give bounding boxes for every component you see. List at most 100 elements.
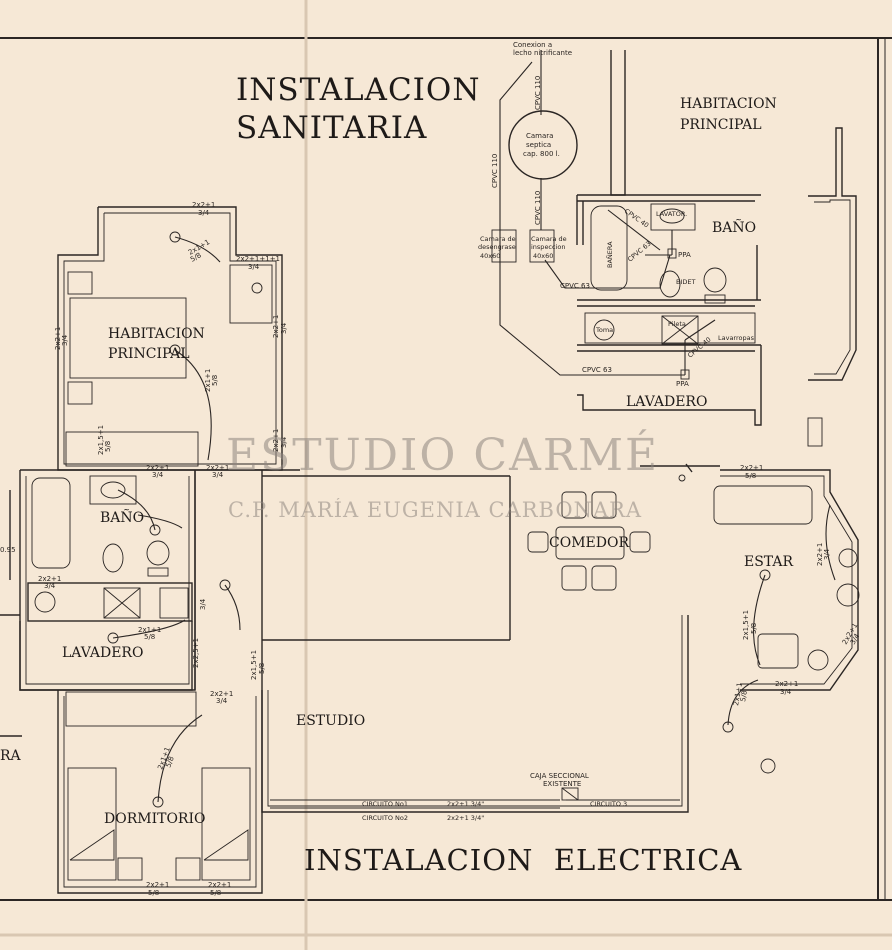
lbl-e-35: 5/8 [210, 889, 221, 897]
lbl-ppa-1: PPA [678, 251, 691, 259]
lbl-e-23: 3/4 [44, 582, 56, 590]
lbl-e-08: 3/4 [280, 322, 288, 334]
right-room-bano: BAÑO [712, 218, 756, 236]
lbl-e-17: 2x2+1 [206, 464, 229, 472]
lbl-cpvc63-c: CPVC 63 [582, 366, 612, 374]
lbl-cpvc40-b: CPVC 40 [686, 336, 712, 360]
lbl-pileta: Pileta [668, 320, 686, 328]
lbl-e-22: 2x2+1 [38, 575, 61, 583]
lbl-circ2: CIRCUITO No2 [362, 814, 408, 822]
lbl-cpvc110-left: CPVC 110 [491, 154, 499, 188]
lbl-camara-2: septica [526, 141, 551, 149]
right-room-habitacion-l1: HABITACION [680, 96, 777, 112]
sanitary-title-line2: SANITARIA [236, 110, 427, 146]
lbl-lavarropas: Lavarropas [718, 334, 755, 342]
lbl-banera: BAÑERA [605, 241, 614, 268]
lbl-e-14: 5/8 [104, 441, 112, 452]
lbl-desengrase-2: desengrase [478, 243, 516, 251]
lbl-e-03: 2x2+1+1+1 [236, 255, 280, 263]
lbl-e-29: 3/4 [216, 697, 228, 705]
lbl-e-20: 3/4 [280, 436, 288, 448]
lbl-e-47: 3/4 [780, 688, 792, 696]
lbl-ppa-2: PPA [676, 380, 689, 388]
lbl-e-07: 2x2+1 [272, 315, 280, 338]
lbl-e-18: 3/4 [212, 471, 224, 479]
watermark-line1: ESTUDIO CARMÉ [226, 428, 659, 481]
lbl-circ3: CIRCUITO 3 [590, 800, 627, 808]
electric-wiring [107, 231, 836, 809]
lbl-inspeccion-1: Camara de [531, 235, 567, 243]
lbl-conexion-1: Conexion a [513, 41, 552, 49]
lbl-circ1: CIRCUITO No1 [362, 800, 408, 808]
lbl-e-46: 2x2+1 [775, 680, 798, 688]
sanitary-piping [491, 50, 716, 380]
left-room-comedor: COMEDOR [549, 535, 629, 551]
lbl-e-34: 2x2+1 [208, 881, 231, 889]
left-room-habitacion-l1: HABITACION [108, 326, 205, 342]
lbl-e-37: 5/8 [745, 472, 756, 480]
right-room-habitacion-l2: PRINCIPAL [680, 117, 762, 133]
sanitary-title-line1: INSTALACION [236, 72, 480, 108]
lbl-circ2-val: 2x2+1 3/4" [447, 814, 484, 822]
lbl-e-39: 5/8 [750, 623, 758, 634]
electric-title: INSTALACION ELECTRICA [304, 843, 742, 877]
lbl-conexion-2: lecho nitrificante [513, 49, 572, 57]
lbl-bidet: BIDET [676, 278, 695, 286]
lbl-desengrase-1: Camara de [480, 235, 516, 243]
left-room-cut-ra: RA [0, 748, 22, 764]
right-room-lavadero: LAVADERO [626, 394, 707, 410]
lbl-e-10: 3/4 [61, 334, 69, 346]
lbl-inspeccion-3: 40x60 [533, 252, 553, 260]
lbl-e-11: 2x1+1 [204, 369, 212, 392]
left-room-habitacion-l2: PRINCIPAL [108, 346, 190, 362]
lbl-e-09: 2x2+1 [54, 327, 62, 350]
left-room-estudio: ESTUDIO [296, 713, 365, 729]
lbl-e-31: 5/8 [164, 755, 175, 768]
lbl-lavatorio: LAVATOR. [656, 210, 687, 218]
lbl-e-24: 2x1+1 [138, 626, 161, 634]
lbl-e-45: 5/8 [739, 690, 749, 702]
lbl-e-02: 3/4 [198, 209, 210, 217]
lbl-e-04: 3/4 [248, 263, 260, 271]
lbl-e-33: 5/8 [148, 889, 159, 897]
lbl-e-40: 2x2+1 [816, 543, 824, 566]
lbl-camara-3: cap. 800 l. [523, 150, 560, 158]
watermark-line2: C.P. MARÍA EUGENIA CARBONARA [228, 498, 642, 522]
lbl-e-25: 5/8 [144, 633, 155, 641]
lbl-inspeccion-2: inspeccion [531, 243, 566, 251]
lbl-e-48: 2x1,5+1 [250, 650, 258, 680]
lbl-circ1-val: 2x2+1 3/4" [447, 800, 484, 808]
lbl-e-49: 5/8 [258, 663, 266, 674]
lbl-e-21: 0.95 [0, 546, 16, 554]
lbl-desengrase-3: 40x60 [480, 252, 500, 260]
lbl-e-32: 2x2+1 [146, 881, 169, 889]
left-room-lavadero: LAVADERO [62, 645, 143, 661]
lbl-e-41: 3/4 [823, 548, 831, 560]
left-room-estar: ESTAR [744, 554, 793, 570]
left-room-bano: BAÑO [100, 508, 144, 526]
lbl-e-12: 5/8 [211, 375, 219, 386]
left-room-dormitorio: DORMITORIO [104, 811, 205, 827]
electric-plan-walls [0, 206, 860, 894]
lbl-e-27: 3/4 [199, 598, 207, 610]
lbl-e-01: 2x2+1 [192, 201, 215, 209]
lbl-caja-2: EXISTENTE [543, 780, 581, 788]
lbl-e-26: 2x2,5+1 [192, 638, 200, 668]
lbl-camara-1: Camara [526, 132, 553, 140]
lbl-e-38: 2x1,5+1 [742, 610, 750, 640]
lbl-cpvc110-mid: CPVC 110 [534, 191, 542, 225]
lbl-cpvc63-a: CPVC 63 [560, 282, 590, 290]
lbl-e-44: 2x1+1 [732, 682, 744, 706]
lbl-caja-1: CAJA SECCIONAL [530, 772, 589, 780]
lbl-e-19: 2x2+1 [272, 429, 280, 452]
lbl-e-28: 2x2+1 [210, 690, 233, 698]
lbl-e-36: 2x2+1 [740, 464, 763, 472]
sanitary-plan-walls [576, 50, 857, 447]
lbl-cpvc110-top: CPVC 110 [534, 76, 542, 110]
lbl-e-13: 2x1,5+1 [97, 425, 105, 455]
lbl-e-16: 3/4 [152, 471, 164, 479]
lbl-cpvc63-b: CPVC 63 [626, 240, 652, 264]
lbl-toma: Toma [595, 326, 613, 334]
